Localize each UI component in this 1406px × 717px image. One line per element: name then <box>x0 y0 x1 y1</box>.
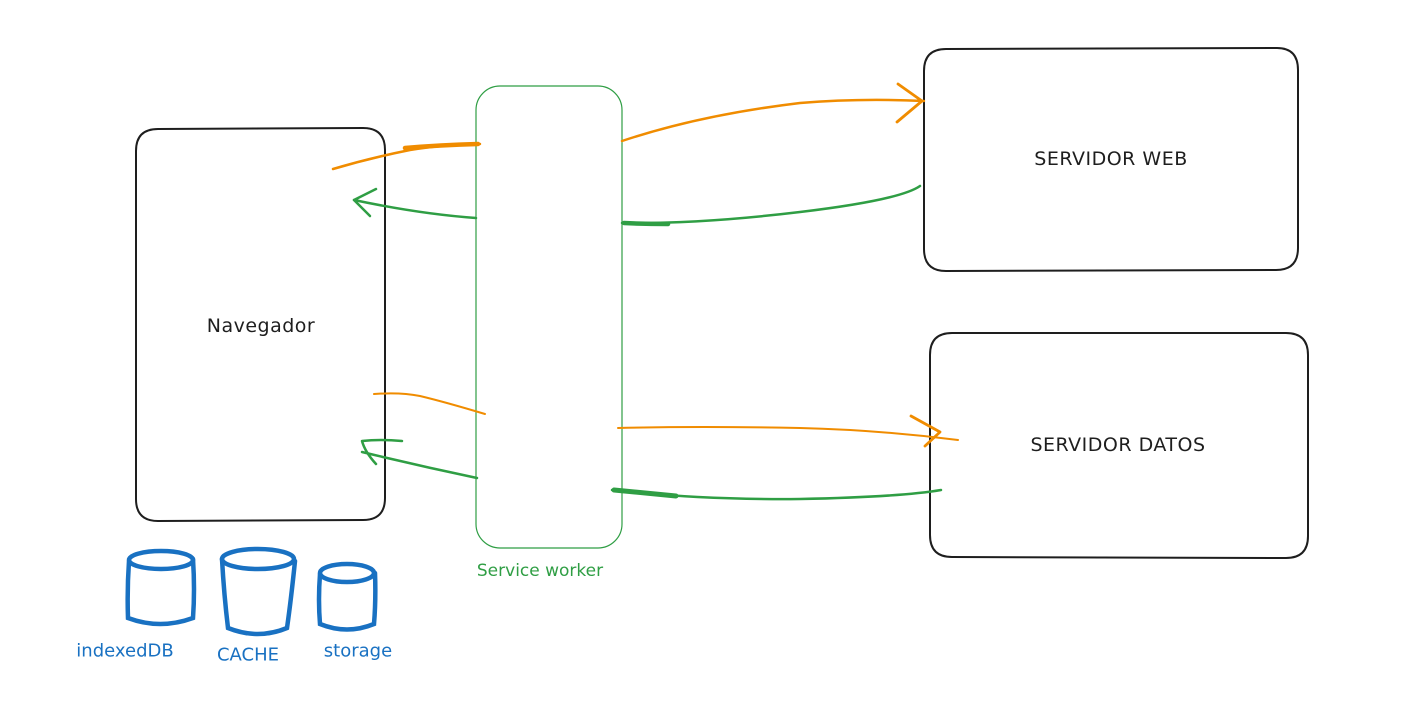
response-arrowhead-sw-to-browser-top <box>352 187 378 218</box>
data-server-label: SERVIDOR DATOS <box>1030 434 1206 456</box>
response-arrowhead-sw-to-browser-bottom <box>360 438 404 466</box>
browser-box <box>135 126 386 523</box>
request-arrowhead-sw-to-web <box>895 82 924 124</box>
data-server-box <box>929 332 1309 560</box>
response-arrow-web-to-sw <box>620 184 922 225</box>
service-worker-box <box>475 85 623 549</box>
response-arrow-web-to-sw-thick <box>621 220 671 227</box>
request-arrow-browser-to-sw-bottom <box>373 392 486 415</box>
response-arrow-data-to-sw-thick <box>611 487 679 499</box>
browser-label: Navegador <box>206 315 316 337</box>
request-arrowhead-sw-to-data <box>909 414 942 448</box>
service-worker-label: Service worker <box>476 561 604 581</box>
cache-label: CACHE <box>216 644 280 666</box>
response-arrow-sw-to-browser-top <box>352 198 478 220</box>
indexeddb-label: indexedDB <box>76 640 174 662</box>
request-arrow-sw-to-web <box>620 98 926 143</box>
request-arrow-browser-to-sw-top-thick <box>402 141 481 151</box>
web-server-box <box>923 46 1299 273</box>
web-server-label: SERVIDOR WEB <box>1034 148 1188 170</box>
response-arrow-sw-to-browser-bottom <box>360 450 479 480</box>
request-arrow-sw-to-data <box>617 426 959 441</box>
storage-database-icon <box>316 561 378 632</box>
indexeddb-database-icon <box>125 548 197 627</box>
cache-database-icon <box>219 546 298 637</box>
storage-label: storage <box>323 640 393 662</box>
